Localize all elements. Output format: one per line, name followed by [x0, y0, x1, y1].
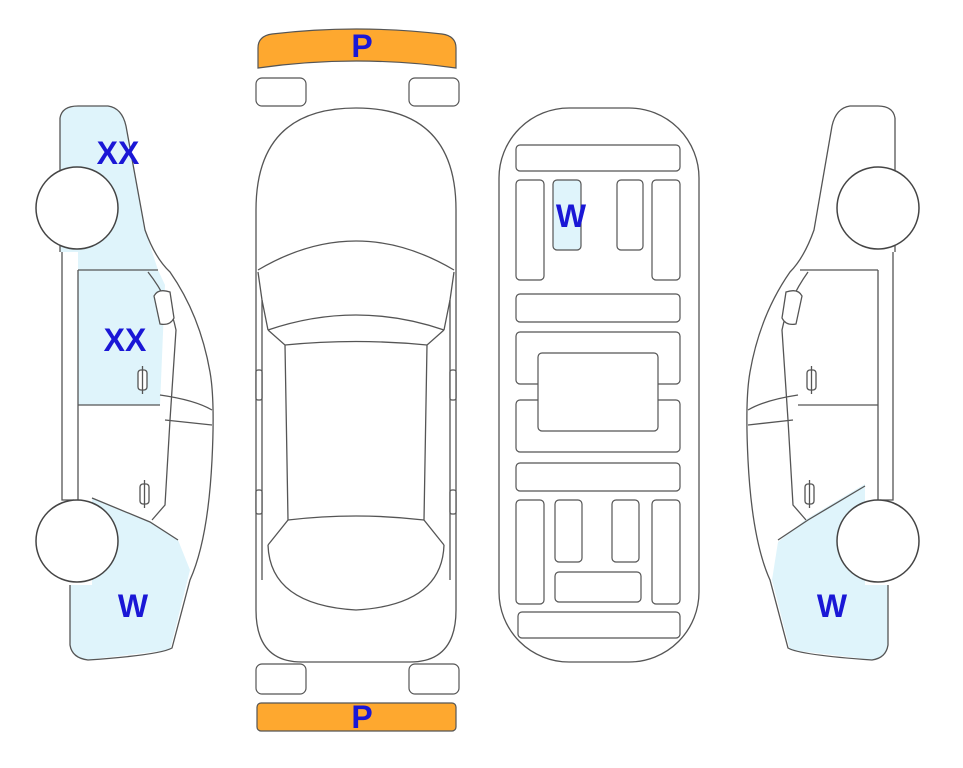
rear-bumper-label: P	[351, 699, 372, 735]
left-front-door-label: XX	[104, 322, 147, 358]
interior-seat-label: W	[556, 198, 587, 234]
left-side-view	[35, 105, 214, 661]
right-rear-wheel[interactable]	[836, 166, 920, 250]
front-left-light[interactable]	[255, 77, 307, 107]
right-front-wheel[interactable]	[836, 499, 920, 583]
left-front-wheel[interactable]	[35, 166, 119, 250]
rear-left-light[interactable]	[255, 663, 307, 695]
rear-bumper[interactable]	[256, 702, 457, 732]
rear-right-light[interactable]	[408, 663, 460, 695]
interior-front-seat[interactable]	[552, 179, 582, 251]
front-bumper-label: P	[351, 28, 372, 64]
right-side-view	[746, 105, 920, 661]
front-right-light[interactable]	[408, 77, 460, 107]
right-rear-quarter-label: W	[817, 588, 848, 624]
interior-view	[498, 107, 700, 663]
left-front-fender-label: XX	[97, 135, 140, 171]
left-rear-wheel[interactable]	[35, 499, 119, 583]
top-view	[255, 28, 460, 732]
left-rear-quarter-label: W	[118, 588, 149, 624]
front-bumper[interactable]	[257, 28, 457, 69]
